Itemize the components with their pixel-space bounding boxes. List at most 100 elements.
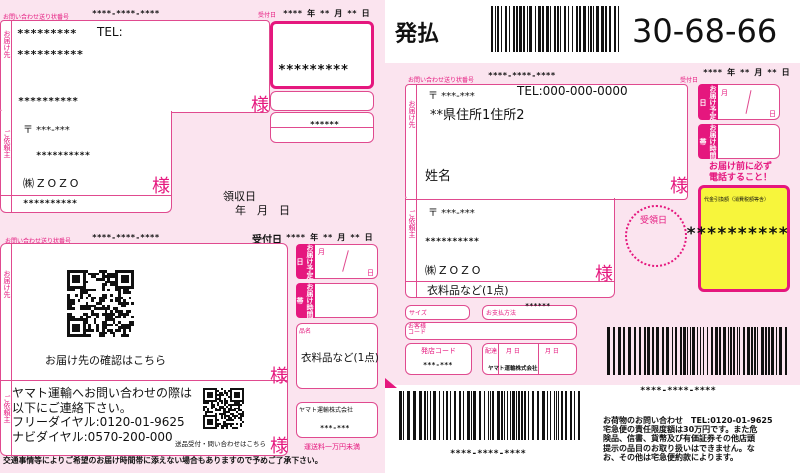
- qr-module: [101, 328, 105, 332]
- recipient-box: [405, 84, 688, 200]
- qr-module: [96, 299, 100, 303]
- qr-module: [85, 302, 89, 305]
- qr-module: [75, 283, 78, 287]
- qr-module: [88, 320, 92, 324]
- qr-module: [226, 401, 229, 404]
- qr-module: [216, 399, 219, 402]
- qr-module: [228, 417, 231, 420]
- shipping-notice: お荷物のお問い合わせ TEL:0120-01-9625 宅急便の責任限度額は30…: [603, 416, 773, 462]
- barcode-bar: [723, 327, 726, 375]
- qr-module: [123, 331, 126, 335]
- qr-module: [210, 425, 213, 428]
- qr-module: [80, 270, 84, 273]
- qr-module: [210, 401, 213, 404]
- qr-module: [240, 401, 243, 404]
- qr-module: [88, 302, 92, 305]
- qr-module: [112, 334, 116, 337]
- qr-module: [242, 419, 244, 422]
- qr-module: [117, 302, 121, 305]
- qr-module: [212, 399, 215, 402]
- qr-module: [206, 399, 209, 402]
- barcode-bar: [675, 327, 677, 375]
- qr-module: [123, 270, 126, 273]
- notice-line: お、その他は宅急便約款によります。: [603, 452, 739, 462]
- barcode-bar: [501, 391, 503, 440]
- qr-module: [131, 275, 134, 279]
- barcode-bar: [535, 6, 536, 52]
- qr-module: [232, 407, 235, 410]
- side-label-from: ご依頼主: [3, 395, 11, 423]
- qr-module: [83, 270, 86, 273]
- qr-module: [75, 299, 78, 303]
- qr-module: [131, 278, 134, 281]
- qr-module: [206, 395, 209, 398]
- qr-module: [123, 280, 126, 284]
- qr-module: [104, 318, 108, 321]
- barcode-bar: [558, 391, 559, 440]
- barcode-bar: [579, 6, 581, 52]
- barcode-bar: [618, 327, 621, 375]
- qr-module: [101, 280, 105, 284]
- barcode-bar: [593, 6, 594, 52]
- qr-module: [208, 388, 211, 390]
- qr-module: [107, 318, 110, 321]
- barcode-bar: [513, 6, 515, 52]
- qr-module: [112, 299, 116, 303]
- qr-code[interactable]: [67, 270, 134, 337]
- qr-module: [216, 407, 219, 410]
- qr-module: [75, 304, 78, 308]
- qr-module: [93, 270, 97, 273]
- barcode-bar: [768, 327, 770, 375]
- barcode-bar: [473, 391, 476, 440]
- qr-module: [77, 296, 81, 300]
- qr-module: [238, 397, 241, 400]
- qr-module: [109, 272, 113, 276]
- qr-module: [101, 286, 105, 289]
- qr-module: [206, 389, 209, 392]
- barcode-bar: [454, 391, 456, 440]
- qr-module: [125, 270, 129, 273]
- qr-module: [204, 417, 207, 420]
- qr-module: [242, 425, 244, 428]
- barcode-bar: [427, 391, 428, 440]
- call-note-line: お届け前に必ず: [709, 162, 773, 172]
- received-label: 受付日: [252, 235, 282, 246]
- qr-module: [83, 320, 86, 324]
- qr-module: [80, 318, 84, 321]
- qr-module: [128, 310, 132, 313]
- qr-module: [232, 391, 235, 394]
- qr-module: [204, 388, 207, 390]
- qr-module: [226, 413, 229, 416]
- qr-module: [242, 413, 244, 416]
- qr-module: [83, 294, 86, 297]
- qr-module: [120, 275, 124, 279]
- qr-code-small[interactable]: [203, 388, 244, 429]
- qr-module: [218, 395, 221, 398]
- side-label-to: お届け先: [408, 100, 416, 128]
- qr-module: [83, 318, 86, 321]
- qr-module: [242, 409, 244, 412]
- qr-module: [72, 296, 76, 300]
- qr-module: [240, 409, 243, 412]
- qr-module: [203, 407, 205, 410]
- qr-module: [96, 294, 100, 297]
- qr-module: [210, 423, 213, 426]
- qr-module: [96, 280, 100, 284]
- barcode-bar: [497, 6, 499, 52]
- barcode-bar: [700, 327, 701, 375]
- qr-module: [83, 275, 86, 279]
- qr-module: [214, 409, 217, 412]
- qr-module: [230, 407, 233, 410]
- qr-module: [228, 397, 231, 400]
- qr-module: [203, 417, 205, 420]
- barcode-bar: [779, 327, 782, 375]
- qr-module: [101, 323, 105, 327]
- qr-module: [232, 409, 235, 412]
- qr-module: [104, 326, 108, 329]
- delivery-record-box: [482, 343, 577, 375]
- qr-module: [240, 415, 243, 418]
- qr-module: [232, 427, 235, 429]
- barcode-bar: [588, 6, 589, 52]
- qr-module: [83, 291, 86, 295]
- qr-module: [109, 275, 113, 279]
